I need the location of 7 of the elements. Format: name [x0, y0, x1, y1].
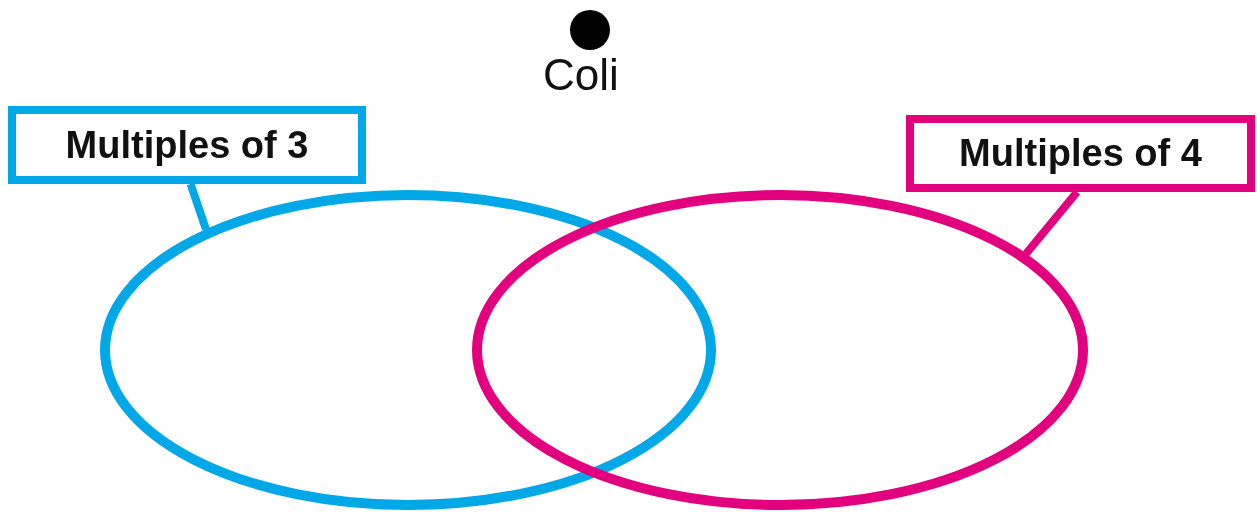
venn-ellipse	[100, 190, 716, 510]
venn-ellipse	[472, 190, 1088, 510]
dot	[570, 10, 610, 50]
category-label-box: Multiples of 3	[8, 106, 366, 184]
leader-line	[186, 182, 210, 231]
category-label-box: Multiples of 4	[906, 115, 1255, 192]
point-label: Coli	[543, 50, 619, 100]
